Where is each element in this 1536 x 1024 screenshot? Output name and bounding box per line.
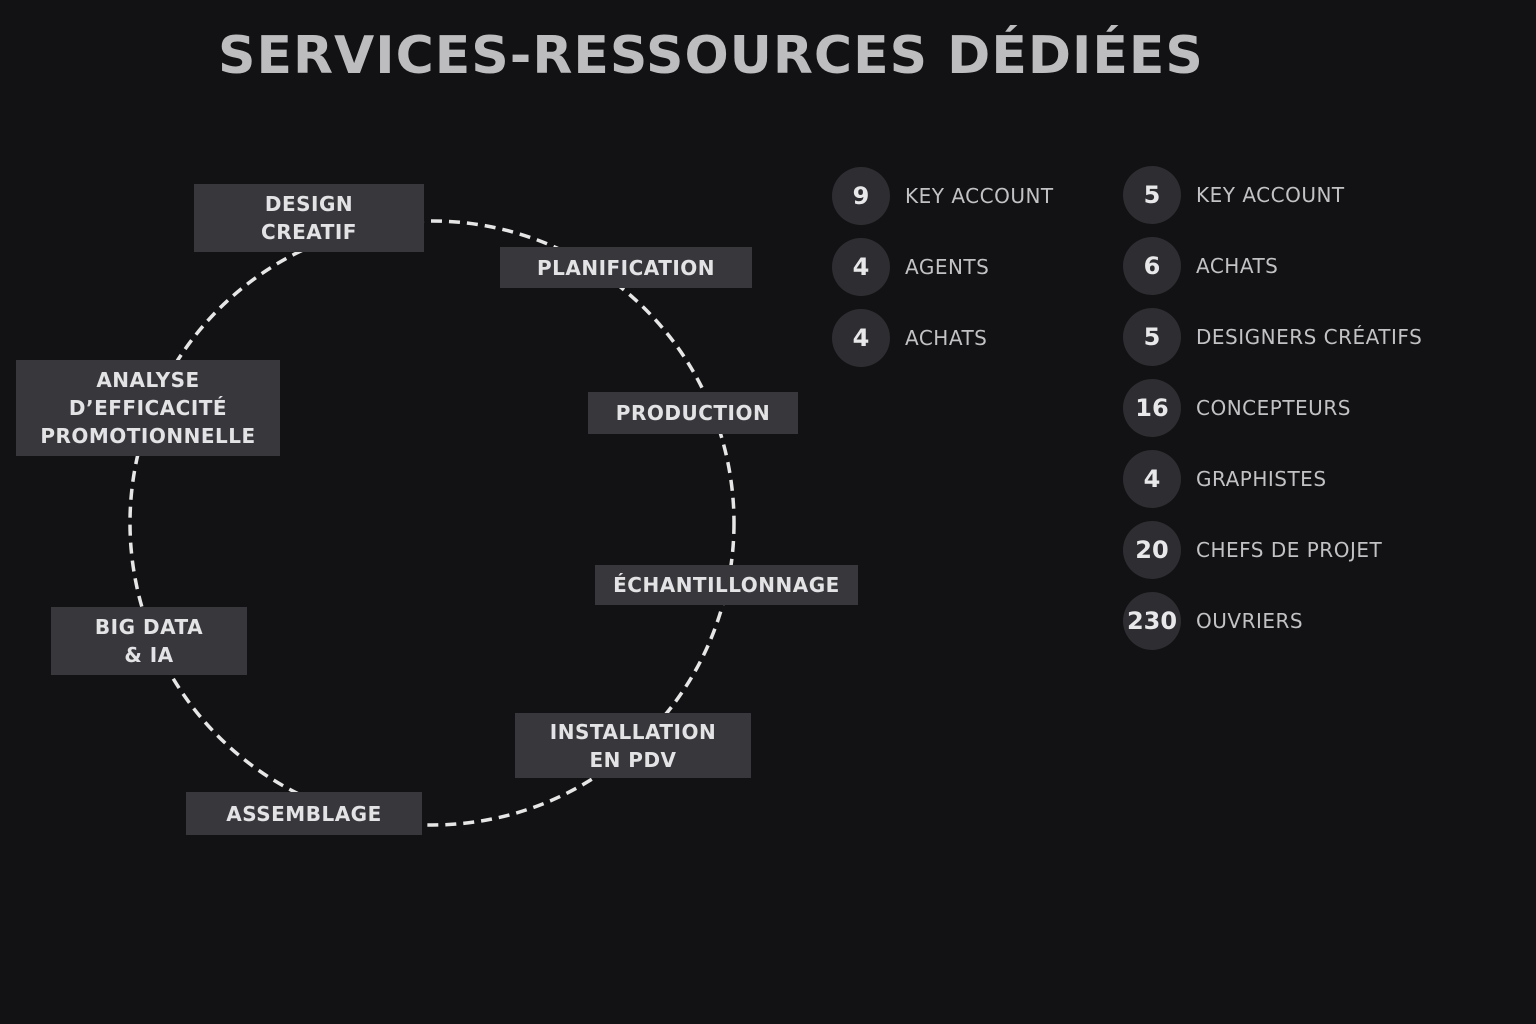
- stat-count: 16: [1123, 379, 1181, 437]
- stat-label: CHEFS DE PROJET: [1196, 538, 1383, 562]
- stat-label: AGENTS: [905, 255, 990, 279]
- stat-item: 4 ACHATS: [832, 309, 987, 367]
- stat-item: 16 CONCEPTEURS: [1123, 379, 1351, 437]
- cycle-node-assemblage: ASSEMBLAGE: [186, 792, 422, 835]
- stat-item: 4 AGENTS: [832, 238, 989, 296]
- stat-item: 5 DESIGNERS CRÉATIFS: [1123, 308, 1422, 366]
- stat-label: KEY ACCOUNT: [1196, 183, 1345, 207]
- page-title: SERVICES-RESSOURCES DÉDIÉES: [218, 26, 1204, 86]
- cycle-node-bigdata: BIG DATA & IA: [51, 607, 247, 675]
- stat-count: 5: [1123, 166, 1181, 224]
- stat-label: CONCEPTEURS: [1196, 396, 1351, 420]
- cycle-node-planification: PLANIFICATION: [500, 247, 752, 288]
- stat-item: 5 KEY ACCOUNT: [1123, 166, 1345, 224]
- stat-count: 9: [832, 167, 890, 225]
- stat-label: KEY ACCOUNT: [905, 184, 1054, 208]
- stat-label: DESIGNERS CRÉATIFS: [1196, 325, 1423, 349]
- stat-count: 4: [832, 238, 890, 296]
- cycle-node-analyse: ANALYSE D’EFFICACITÉ PROMOTIONNELLE: [16, 360, 280, 456]
- stat-item: 6 ACHATS: [1123, 237, 1278, 295]
- cycle-node-production: PRODUCTION: [588, 392, 798, 434]
- stat-item: 20 CHEFS DE PROJET: [1123, 521, 1382, 579]
- cycle-node-echantillonnage: ÉCHANTILLONNAGE: [595, 565, 858, 605]
- stat-count: 4: [832, 309, 890, 367]
- stat-count: 4: [1123, 450, 1181, 508]
- stat-item: 230 OUVRIERS: [1123, 592, 1303, 650]
- stat-count: 230: [1123, 592, 1181, 650]
- stat-label: GRAPHISTES: [1196, 467, 1327, 491]
- stat-label: ACHATS: [1196, 254, 1279, 278]
- cycle-node-installation: INSTALLATION EN PDV: [515, 713, 751, 778]
- stat-count: 20: [1123, 521, 1181, 579]
- stat-label: OUVRIERS: [1196, 609, 1304, 633]
- stat-count: 6: [1123, 237, 1181, 295]
- cycle-node-design: DESIGN CREATIF: [194, 184, 424, 252]
- stat-item: 9 KEY ACCOUNT: [832, 167, 1054, 225]
- stat-label: ACHATS: [905, 326, 988, 350]
- stat-item: 4 GRAPHISTES: [1123, 450, 1327, 508]
- stat-count: 5: [1123, 308, 1181, 366]
